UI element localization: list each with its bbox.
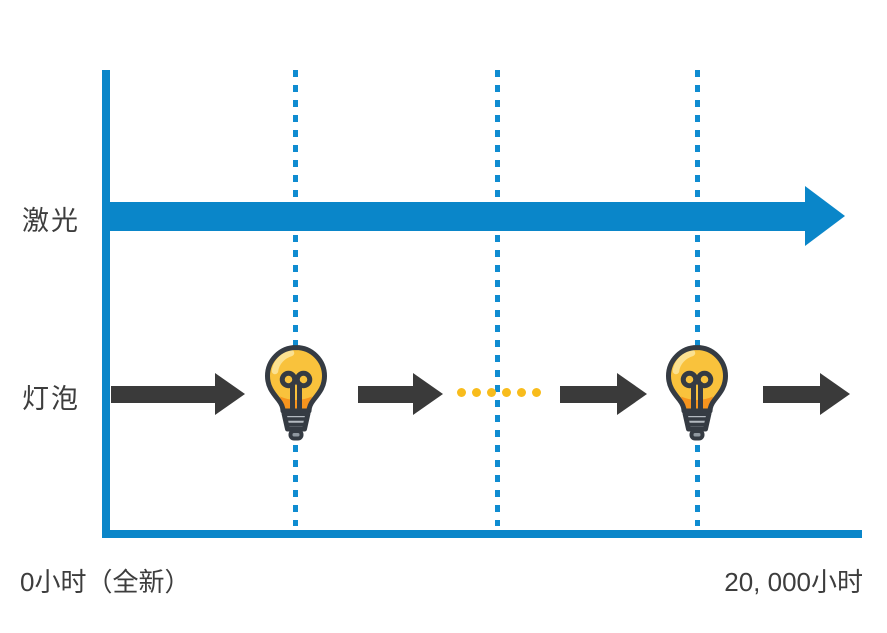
x-axis bbox=[102, 530, 862, 538]
dot bbox=[487, 388, 496, 397]
bulb-arrow-3 bbox=[560, 373, 647, 415]
laser-arrow-head bbox=[805, 186, 845, 246]
laser-row-label: 激光 bbox=[22, 206, 80, 236]
arrow-head bbox=[215, 373, 245, 415]
arrow-head bbox=[617, 373, 647, 415]
lifespan-dots bbox=[457, 388, 541, 397]
arrow-head bbox=[820, 373, 850, 415]
arrow-shaft bbox=[560, 385, 617, 403]
dashed-gridline-2 bbox=[495, 70, 500, 526]
arrow-head bbox=[413, 373, 443, 415]
dot bbox=[457, 388, 466, 397]
arrow-shaft bbox=[358, 385, 413, 403]
bulb-arrow-1 bbox=[111, 373, 245, 415]
light-bulb-icon bbox=[260, 340, 332, 446]
arrow-shaft bbox=[111, 385, 215, 403]
dashed-gridline-3 bbox=[695, 70, 700, 526]
light-bulb-icon bbox=[661, 340, 733, 446]
dot bbox=[472, 388, 481, 397]
dashed-gridline-1 bbox=[293, 70, 298, 526]
dot bbox=[502, 388, 511, 397]
dot bbox=[517, 388, 526, 397]
y-axis bbox=[102, 70, 110, 538]
bulb-arrow-2 bbox=[358, 373, 443, 415]
laser-arrow-shaft bbox=[103, 201, 805, 231]
dot bbox=[532, 388, 541, 397]
bulb-arrow-4 bbox=[763, 373, 850, 415]
bulb-row-label: 灯泡 bbox=[22, 384, 80, 414]
x-axis-start-label: 0小时（全新） bbox=[20, 567, 191, 597]
arrow-shaft bbox=[763, 385, 820, 403]
laser-lifespan-arrow bbox=[103, 186, 845, 246]
x-axis-end-label: 20, 000小时 bbox=[724, 567, 863, 597]
